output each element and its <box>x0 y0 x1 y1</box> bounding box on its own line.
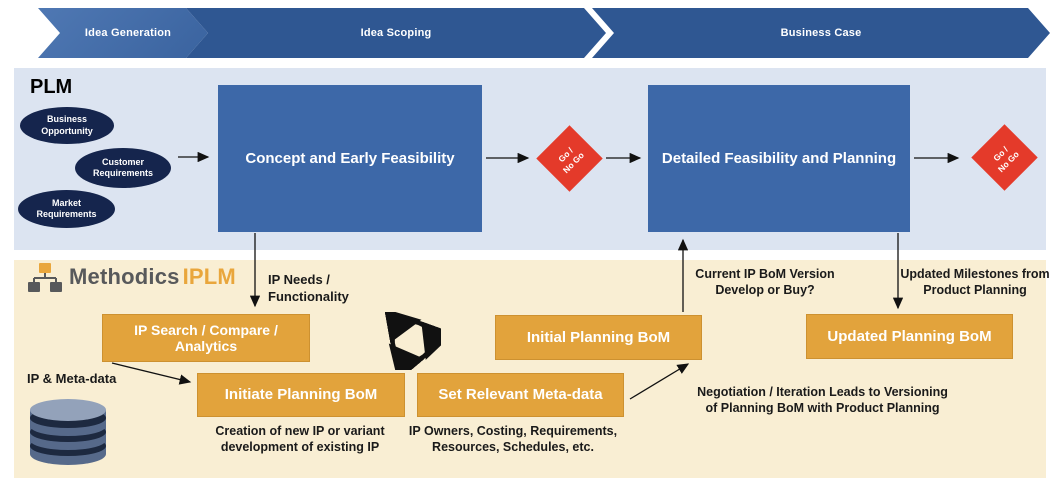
note-current-ip-bom-version: Current IP BoM Version Develop or Buy? <box>695 267 835 297</box>
note-ip-owners-costing: IP Owners, Costing, Requirements, Resour… <box>408 424 618 454</box>
phase-chevron-idea-scoping: Idea Scoping <box>186 8 606 58</box>
phase-label: Idea Generation <box>84 27 172 39</box>
stage-label: Detailed Feasibility and Planning <box>661 150 897 167</box>
logo-brand-text: Methodics <box>69 264 180 289</box>
cycle-arrows-icon <box>383 312 441 370</box>
activity-box-initial-planning-bom: Initial Planning BoM <box>495 315 702 360</box>
phase-label: Idea Scoping <box>360 27 432 39</box>
note-negotiation-iteration: Negotiation / Iteration Leads to Version… <box>697 385 948 415</box>
iplm-lane <box>14 260 1046 478</box>
note-updated-milestones: Updated Milestones from Product Planning <box>900 267 1050 297</box>
phase-chevron-idea-generation: Idea Generation <box>38 8 208 58</box>
sitemap-icon <box>26 261 62 293</box>
activity-box-ip-search-compare-analytics: IP Search / Compare / Analytics <box>102 314 310 362</box>
activity-box-initiate-planning-bom: Initiate Planning BoM <box>197 373 405 417</box>
stage-box-concept-early-feasibility: Concept and Early Feasibility <box>218 85 482 232</box>
stage-box-detailed-feasibility-planning: Detailed Feasibility and Planning <box>648 85 910 232</box>
stage-label: Concept and Early Feasibility <box>245 150 455 167</box>
datastore-label: IP & Meta-data <box>27 371 117 386</box>
phase-chevron-business-case: Business Case <box>592 8 1050 58</box>
arrow-meta-to-initial-bom <box>629 363 690 400</box>
note-creation-of-new-ip: Creation of new IP or variant developmen… <box>215 424 385 454</box>
activity-box-set-relevant-meta-data: Set Relevant Meta-data <box>417 373 624 417</box>
logo-product-text: IPLM <box>182 264 236 289</box>
input-ellipse-customer-requirements: Customer Requirements <box>75 148 171 188</box>
arrow-search-to-initiate <box>111 362 192 385</box>
phase-label: Business Case <box>780 27 862 39</box>
activity-box-updated-planning-bom: Updated Planning BoM <box>806 314 1013 359</box>
input-ellipse-business-opportunity: Business Opportunity <box>20 107 114 144</box>
note-ip-needs-functionality: IP Needs / Functionality <box>268 272 349 304</box>
input-ellipse-market-requirements: Market Requirements <box>18 190 115 228</box>
database-cylinder-icon <box>26 388 110 472</box>
plm-lane-title: PLM <box>30 76 73 98</box>
